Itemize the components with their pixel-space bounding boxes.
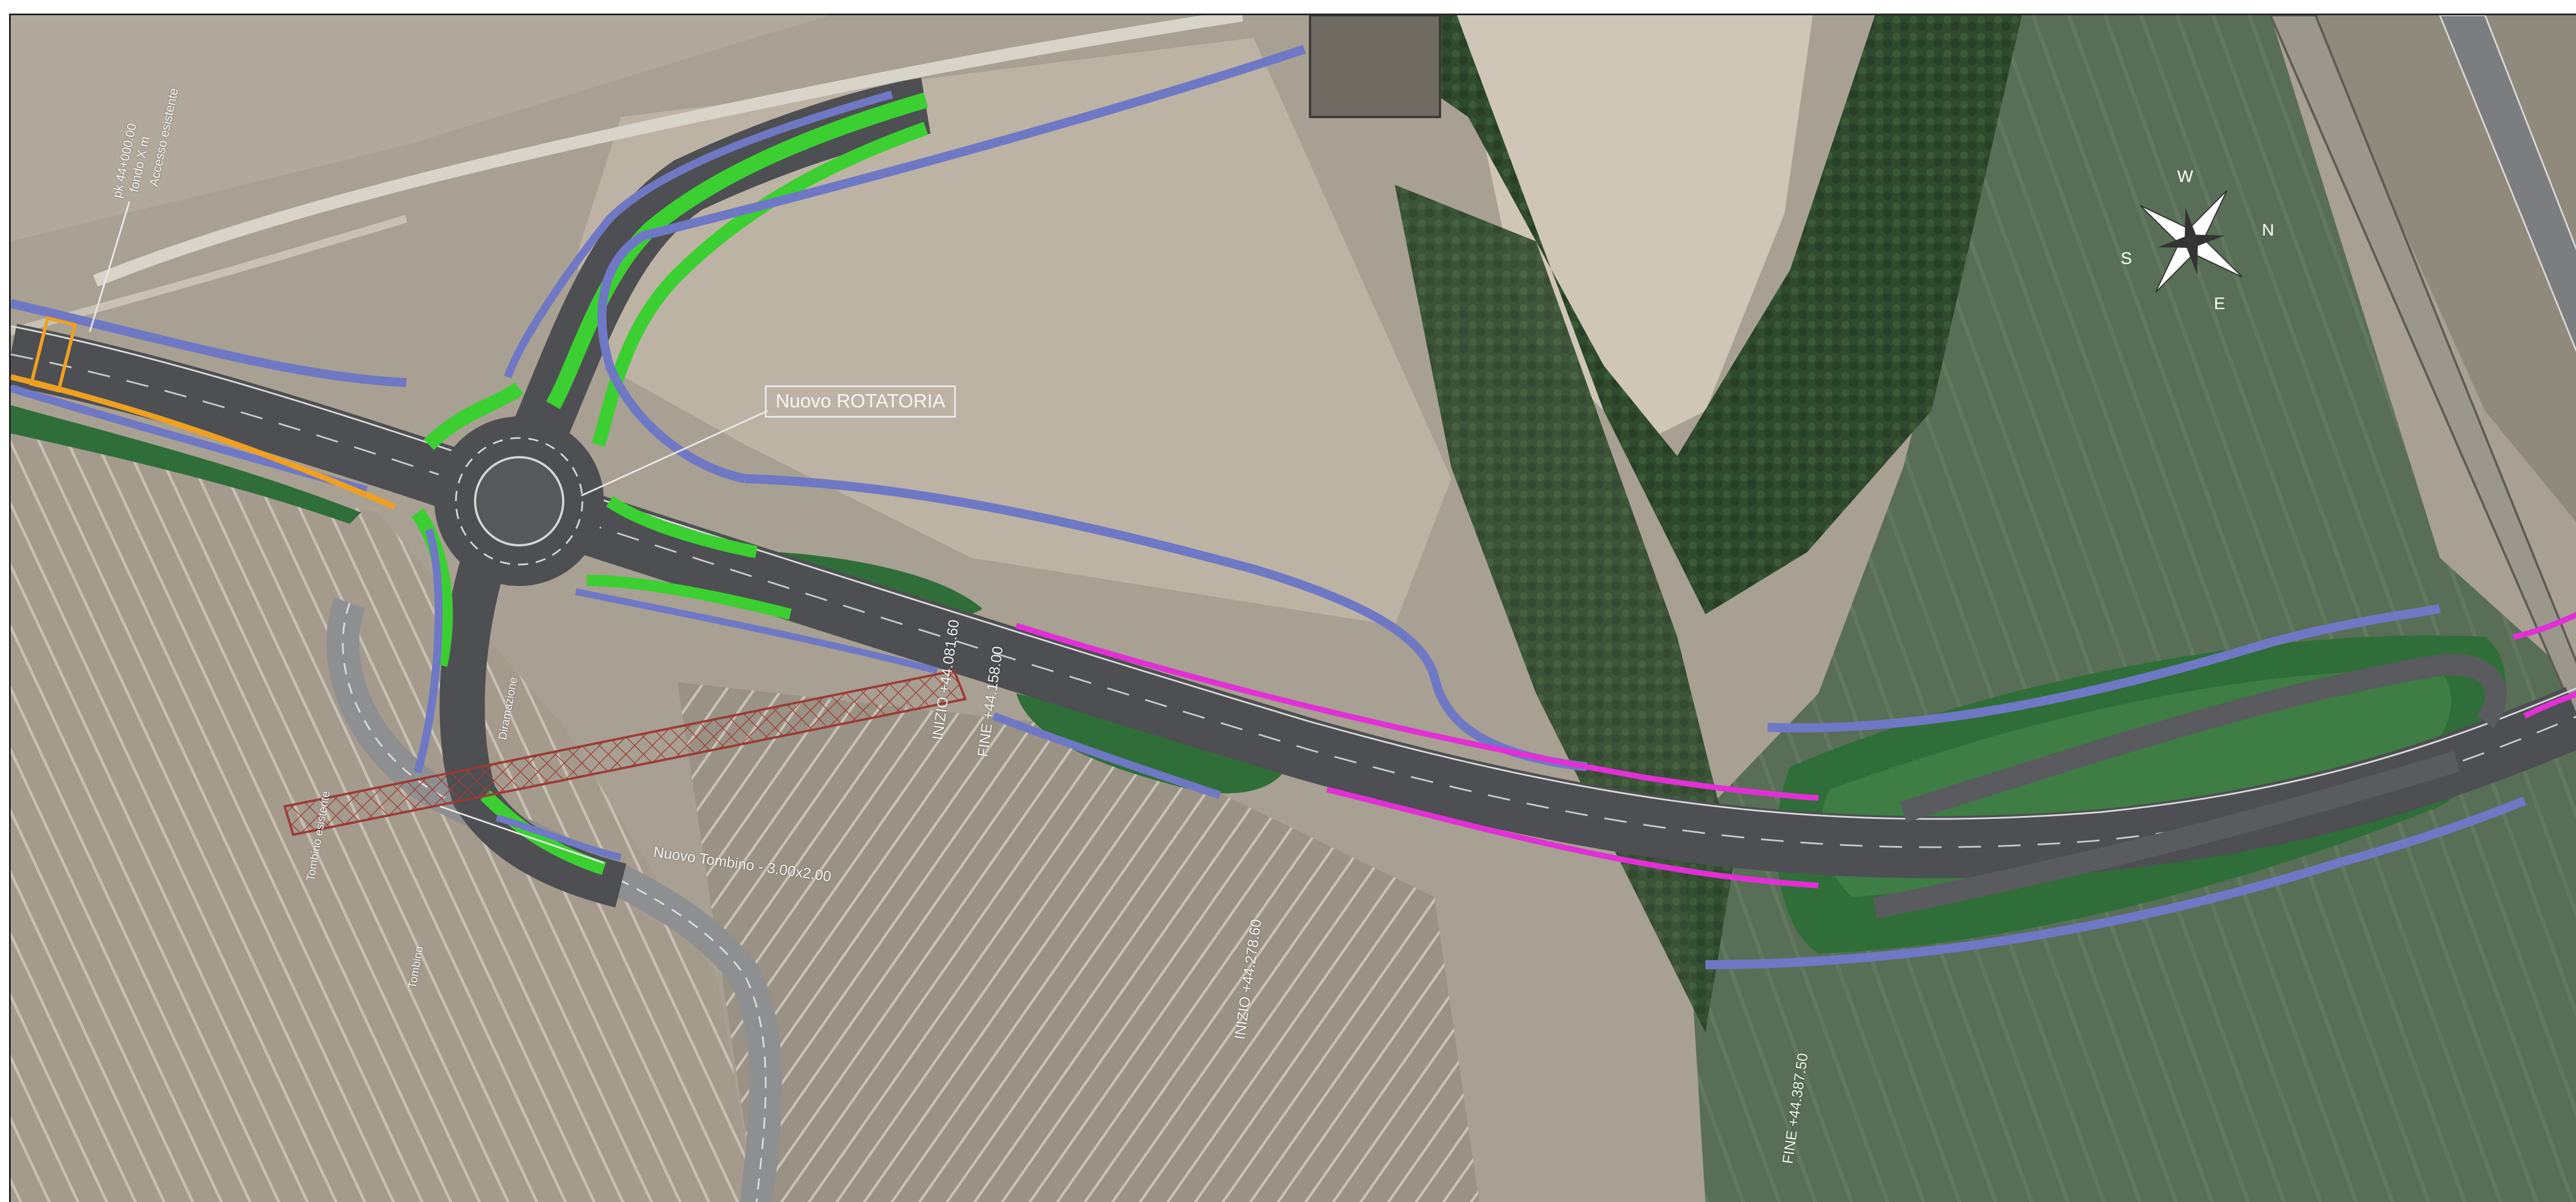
slope-green-central bbox=[1016, 693, 1287, 793]
slope-green-west bbox=[11, 405, 361, 524]
map-view[interactable]: N S E W Nuovo ROTATORIA Nuovo Tombino - … bbox=[9, 14, 2576, 1202]
retaining-wall-south-west bbox=[414, 528, 443, 774]
existing-road-south-edge bbox=[342, 602, 767, 1202]
marking-orange-gate bbox=[29, 316, 77, 393]
highway-east bbox=[2439, 15, 2576, 353]
barrier-magenta-east bbox=[2513, 611, 2576, 640]
culvert-new bbox=[283, 669, 967, 836]
field-furrowed-southwest bbox=[11, 433, 756, 1202]
retaining-wall-south-central bbox=[992, 712, 1221, 799]
tree-belt-diagonal bbox=[1321, 15, 2022, 614]
compass-label-west: W bbox=[2177, 167, 2194, 186]
barrier-magenta-north bbox=[1015, 623, 1819, 801]
retaining-wall-ridge bbox=[745, 474, 1587, 771]
field-top-left bbox=[11, 15, 830, 241]
verge-green-north-2 bbox=[591, 121, 928, 447]
ramp-east-loop-lower bbox=[1873, 750, 2460, 919]
railway bbox=[2269, 15, 2576, 721]
retaining-wall-central-lower bbox=[575, 588, 938, 674]
verge-green-north-1 bbox=[546, 92, 928, 409]
verge-green-south bbox=[480, 790, 606, 875]
retaining-wall-east-south bbox=[1705, 796, 2526, 969]
label-roundabout: Nuovo ROTATORIA bbox=[765, 385, 956, 418]
ramp-east-loop bbox=[1900, 653, 2507, 823]
retaining-wall-northwest bbox=[504, 90, 893, 379]
retaining-wall-east-north bbox=[1767, 604, 2441, 732]
map-canvas[interactable]: N S E W bbox=[11, 15, 2576, 1202]
retaining-wall-west bbox=[11, 299, 407, 387]
field-furrowed-south bbox=[677, 682, 1480, 1202]
compass-label-east: E bbox=[2214, 294, 2225, 313]
verge-green-west-arm bbox=[423, 382, 524, 450]
leader-line-roundabout bbox=[581, 410, 768, 497]
retaining-wall-south bbox=[495, 814, 622, 861]
verge-green-south-west bbox=[411, 508, 453, 667]
barrier-magenta-east-lower bbox=[2523, 691, 2576, 719]
compass-rose bbox=[2140, 190, 2243, 293]
compass-label-south: S bbox=[2121, 249, 2132, 268]
dirt-road-north bbox=[93, 15, 1243, 287]
slope-green-north-central bbox=[779, 552, 982, 617]
verge-green-central bbox=[586, 575, 792, 620]
verge-green-roundabout-east bbox=[606, 496, 758, 558]
roundabout-inner-line bbox=[455, 437, 584, 566]
farm-buildings bbox=[1309, 15, 1441, 118]
leader-line-culvert bbox=[440, 805, 604, 864]
roundabout-island bbox=[474, 456, 564, 546]
barrier-magenta-south bbox=[1326, 787, 1819, 888]
compass-label-north: N bbox=[2262, 221, 2274, 240]
dirt-road-west bbox=[11, 215, 408, 336]
retaining-wall-north bbox=[597, 45, 1306, 483]
main-road-edge-top bbox=[11, 325, 2576, 820]
marking-orange-west bbox=[11, 374, 396, 510]
leader-line-top-left bbox=[89, 201, 130, 332]
